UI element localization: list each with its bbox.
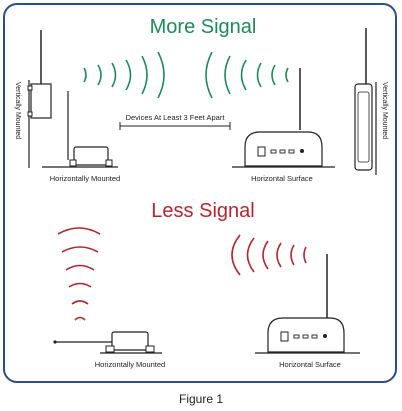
gateway-vertical-right	[354, 28, 377, 175]
vertical-sensor-left	[27, 30, 52, 119]
horizontal-sensor-bottom	[53, 331, 162, 354]
horizontally-mounted-top-label: Horizontally Mounted	[50, 174, 120, 183]
vertically-mounted-right-label: Vertically Mounted	[381, 82, 388, 139]
horizontally-mounted-bottom-label: Horizontally Mounted	[95, 360, 165, 369]
devices-apart-label: Devices At Least 3 Feet Apart	[126, 113, 226, 122]
horizontal-sensor-top	[42, 91, 118, 168]
more-signal-title: More Signal	[150, 16, 257, 38]
signal-waves-bottom-right	[231, 234, 307, 276]
horizontal-surface-bottom-label: Horizontal Surface	[279, 360, 341, 369]
gateway-bottom	[255, 254, 360, 354]
diagram-frame	[3, 3, 397, 383]
distance-bracket	[119, 122, 231, 130]
vertically-mounted-left-label: Vertically Mounted	[14, 82, 21, 139]
figure-caption: Figure 1	[178, 392, 224, 406]
signal-waves-down	[57, 227, 101, 321]
less-signal-title: Less Signal	[151, 200, 254, 222]
gateway-top	[232, 68, 335, 168]
signal-waves-left	[83, 51, 165, 99]
horizontal-surface-top-label: Horizontal Surface	[251, 174, 313, 183]
signal-waves-right	[205, 51, 289, 99]
